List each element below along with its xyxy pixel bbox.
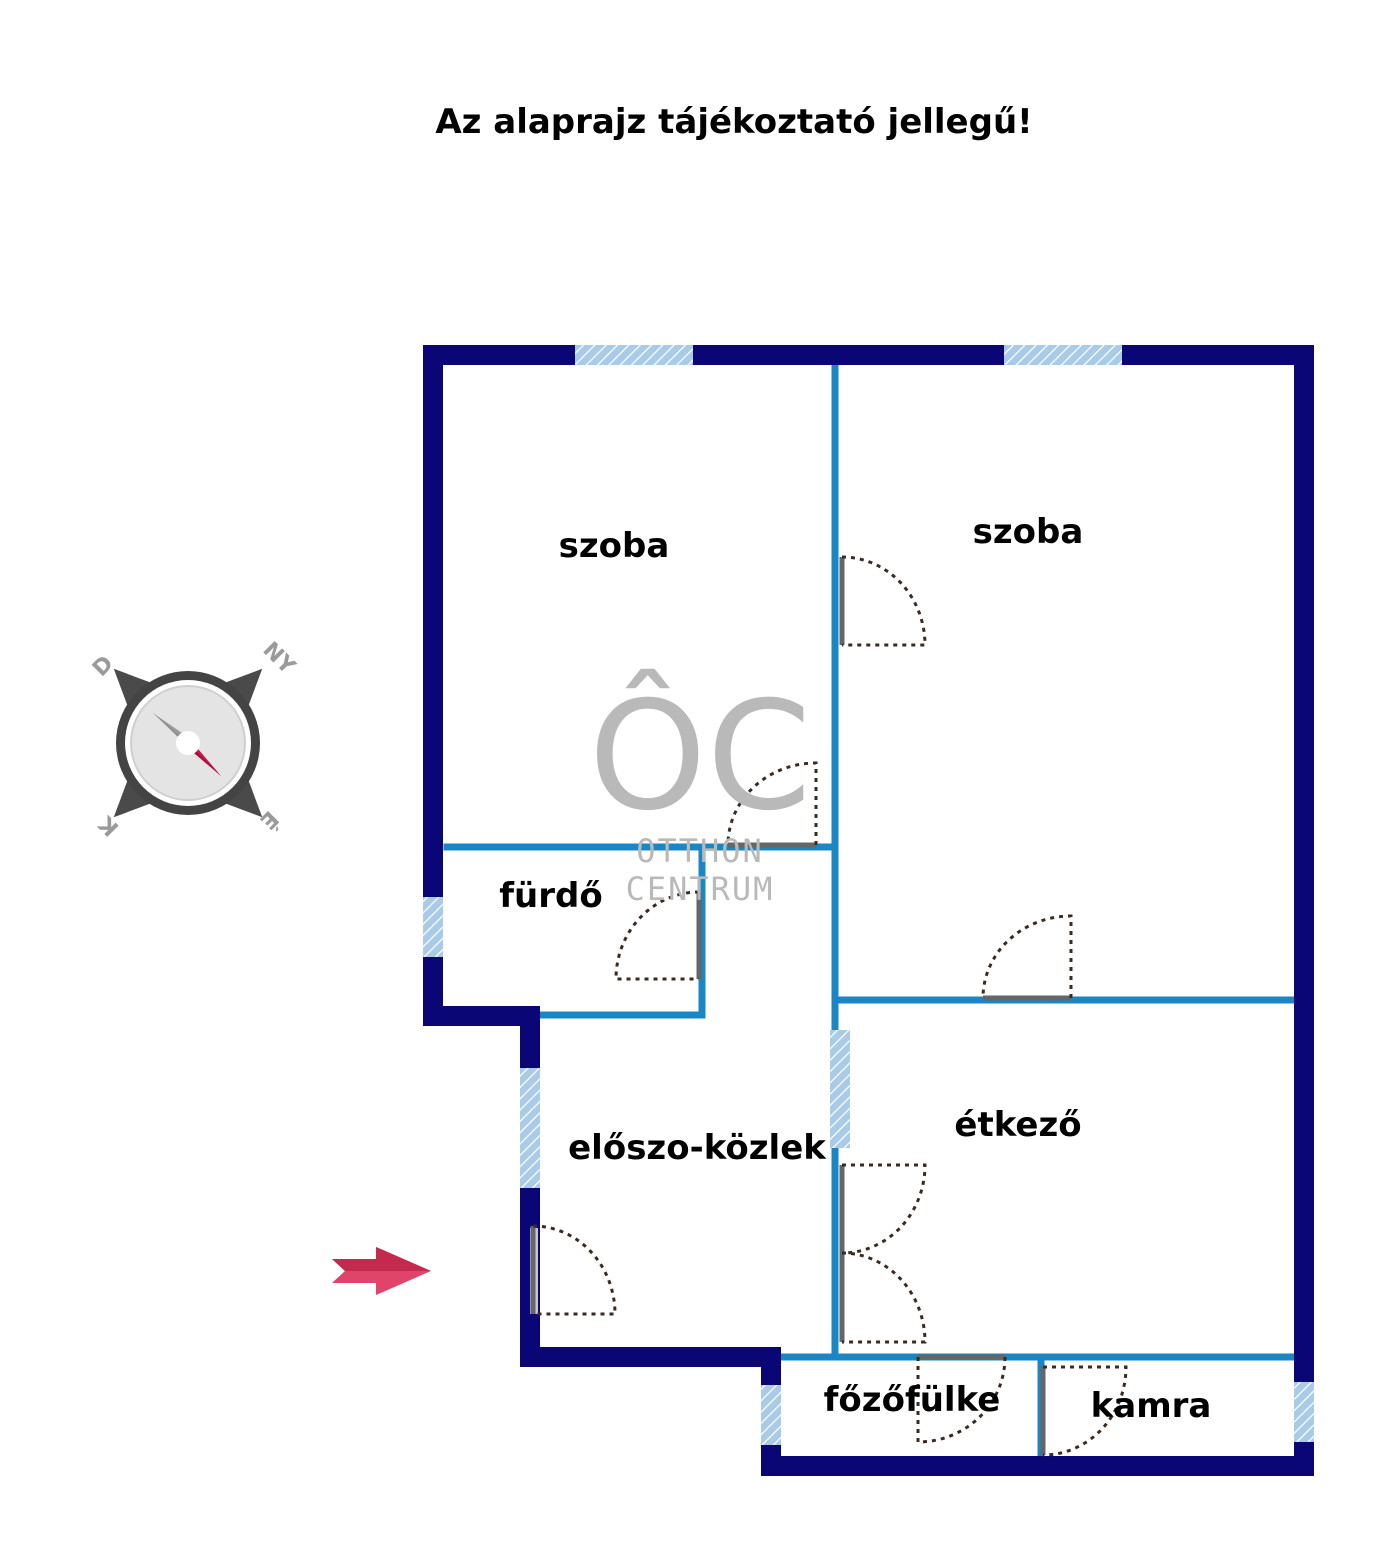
door (839, 1251, 927, 1344)
room-label-fozofulke: főzőfülke (824, 1380, 1001, 1420)
door (839, 1163, 927, 1255)
door (614, 890, 702, 981)
logo-line-2: CENTRUM (626, 870, 775, 908)
room-label-etkezo: étkező (954, 1105, 1081, 1145)
window (520, 1068, 540, 1188)
doors (530, 555, 1128, 1457)
window (423, 897, 443, 957)
compass-letter-d: D (88, 651, 119, 682)
entrance-arrow-icon (332, 1247, 431, 1295)
room-label-furdo: fürdő (499, 876, 602, 916)
room-label-kamra: kamra (1091, 1386, 1212, 1426)
logo-mark: ÔC (589, 668, 812, 844)
otthon-centrum-logo: ÔC OTTHON CENTRUM (589, 668, 812, 908)
room-label-szoba-2: szoba (973, 512, 1084, 552)
compass-letter-ny: NY (258, 637, 301, 680)
door (530, 1224, 617, 1316)
door (981, 914, 1073, 1001)
page-title: Az alaprajz tájékoztató jellegű! (435, 102, 1032, 142)
door (916, 1354, 1007, 1444)
window (1004, 345, 1122, 365)
window (1294, 1382, 1314, 1442)
window (830, 1030, 850, 1148)
room-label-eloszo: előszo-közlek (568, 1128, 827, 1168)
window (575, 345, 693, 365)
door (839, 555, 927, 647)
door (1040, 1365, 1128, 1457)
outer-walls (423, 345, 1314, 1476)
compass-icon: NY D K É (88, 637, 301, 840)
window (761, 1385, 781, 1445)
room-labels: szoba szoba fürdő előszo-közlek étkező f… (499, 512, 1211, 1426)
windows (423, 345, 1314, 1445)
door (726, 761, 818, 848)
logo-line-1: OTTHON (636, 832, 764, 870)
room-label-szoba-1: szoba (559, 526, 670, 566)
